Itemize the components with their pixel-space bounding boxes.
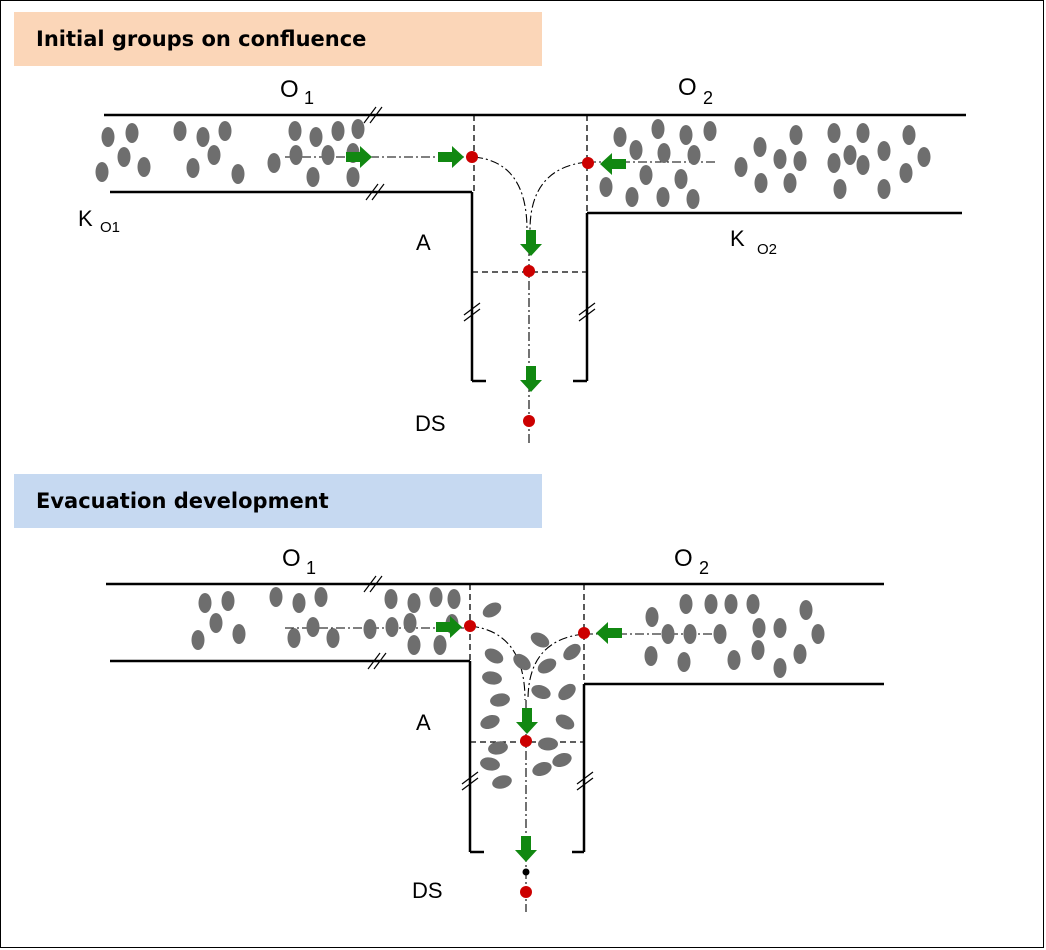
flow-arrow-down <box>520 366 542 392</box>
panel-title-initial: Initial groups on confluence <box>14 12 542 66</box>
label-k-o1: K <box>78 206 93 231</box>
flow-arrow-down <box>520 230 542 256</box>
break-marks <box>363 106 596 322</box>
label-ds: DS <box>415 411 446 436</box>
flow-arrow-left <box>600 153 626 175</box>
panel-evacuation: O 1 O 2 A DS <box>106 545 884 912</box>
flow-nodes <box>464 620 590 898</box>
label-o2: O <box>674 545 693 572</box>
label-area-a: A <box>416 230 431 255</box>
crowd-group-o1 <box>191 587 461 655</box>
flow-arrow-right <box>438 146 464 168</box>
label-k-o2-sub: O2 <box>757 241 777 258</box>
flow-arrow-left <box>596 622 622 644</box>
crowd-group-o2 <box>599 119 931 209</box>
corridor-walls <box>104 113 966 383</box>
corridor-walls <box>106 582 884 854</box>
label-o1-sub: 1 <box>306 558 316 578</box>
label-k-o2: K <box>730 226 745 251</box>
label-ds: DS <box>412 878 443 903</box>
flow-nodes <box>466 151 594 427</box>
crowd-group-o2 <box>644 594 825 678</box>
panel-title-evacuation: Evacuation development <box>14 474 542 528</box>
panel-initial: O 1 O 2 A DS K O1 K O2 <box>78 74 966 446</box>
label-area-a: A <box>416 710 431 735</box>
label-o1: O <box>280 76 299 103</box>
break-marks <box>363 575 594 791</box>
label-o2-sub: 2 <box>703 88 713 108</box>
label-k-o1-sub: O1 <box>100 219 120 236</box>
boundary-lines <box>472 115 588 273</box>
label-o1-sub: 1 <box>304 88 314 108</box>
flow-arrow-down <box>515 836 537 862</box>
crowd-merging <box>480 602 581 789</box>
flow-paths <box>285 625 714 912</box>
crowd-group-o1 <box>95 119 365 187</box>
flow-paths <box>285 156 718 446</box>
flow-arrow-down <box>516 708 538 734</box>
label-o2-sub: 2 <box>699 558 709 578</box>
label-o1: O <box>282 545 301 572</box>
label-o2: O <box>678 74 697 101</box>
